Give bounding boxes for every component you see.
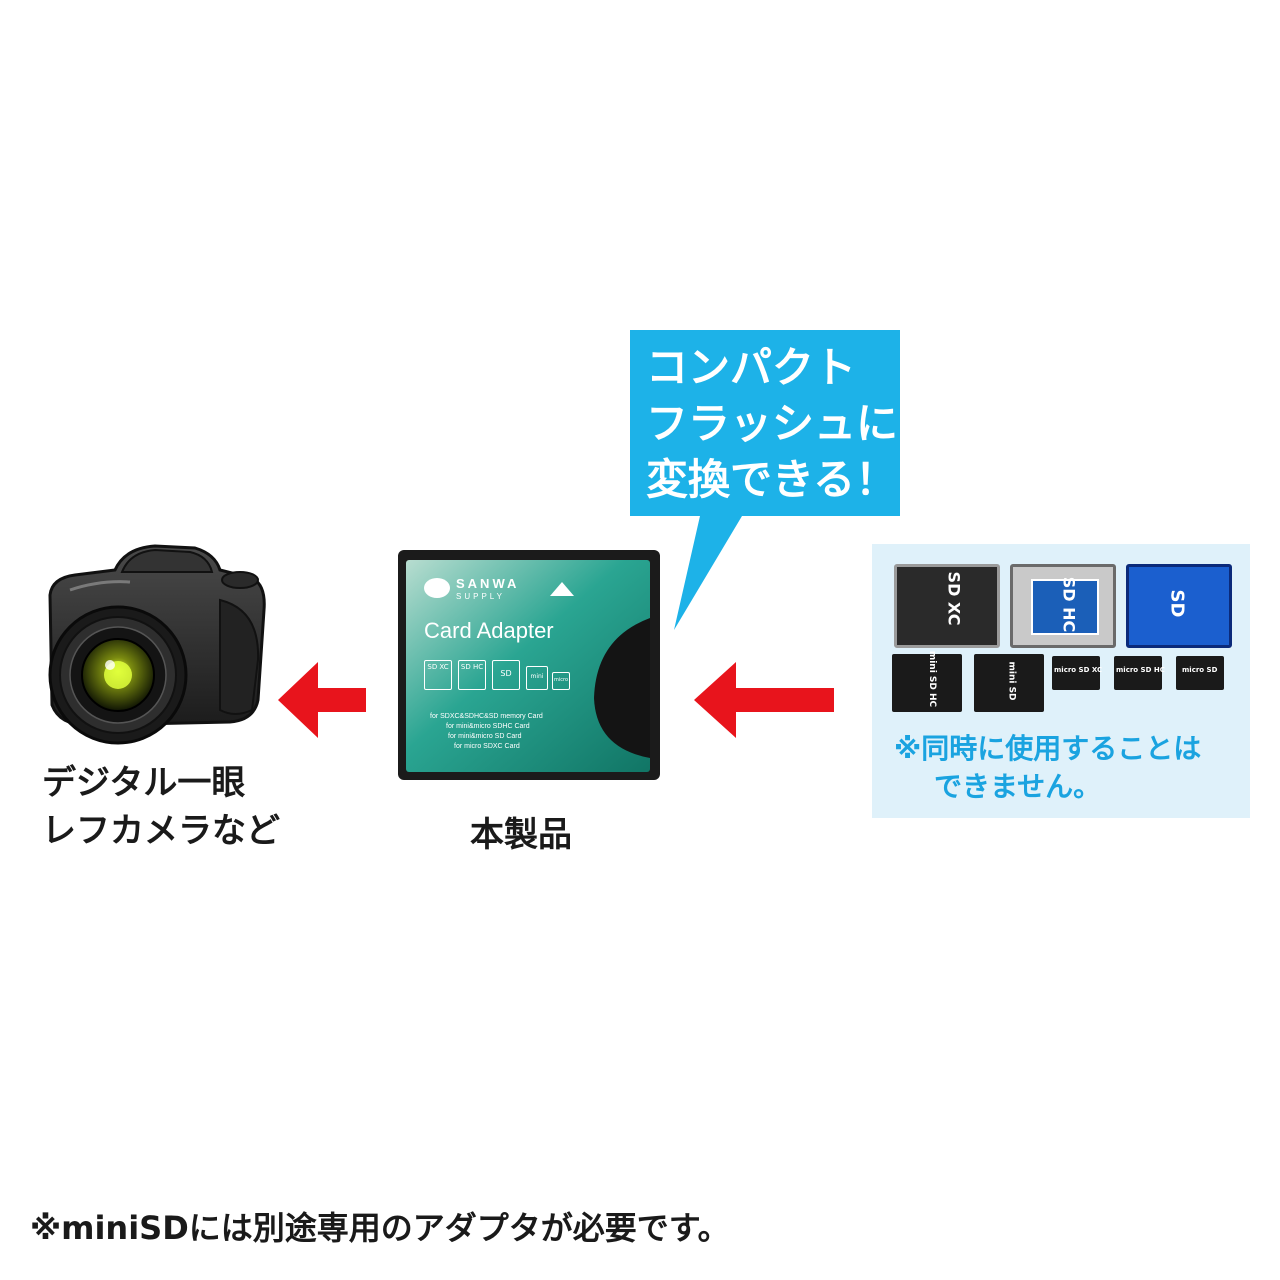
cf-card-adapter: SANWA SUPPLY Card Adapter SD XC SD HC SD… [396,548,662,782]
sdxc-mark-icon: SD XC [424,660,452,690]
minisdhc-card-image: mini SD HC [892,650,962,712]
microsd-mark-icon: micro [552,672,570,690]
sdhc-card-image: SD HC [1010,564,1116,648]
sdhc-card-logo: SD HC [1059,576,1079,633]
sdxc-card-image: SD XC [894,564,1000,648]
sd-card-logo: SD [1166,589,1188,618]
microsd-card-image: micro SD [1176,656,1224,690]
bubble-line1: コンパクト [646,343,857,392]
sd-card-image: SD [1126,564,1232,648]
sdxc-card-logo: SD XC [944,571,964,626]
bubble-line3: 変換できる！ [646,455,898,504]
dslr-camera-image [48,544,266,745]
supported-cards-panel: SD XC SD HC SD mini SD HC mini SD micro … [872,544,1250,818]
microsdxc-card-logo: micro SD XC [1054,666,1103,674]
speech-bubble-shape [630,330,900,630]
bubble-line2: フラッシュに [646,399,899,448]
minisdhc-card-logo: mini SD HC [927,650,938,708]
compat-line-3: for mini&micro SD Card [448,733,522,740]
arrow-left-icon-2 [694,662,834,738]
product-label: 本製品 [470,815,572,855]
arrow-left-icon [278,662,366,738]
minisd-card-logo: mini SD [1006,661,1017,701]
compat-line-4: for micro SDXC Card [454,743,520,750]
compat-line-2: for mini&micro SDHC Card [446,723,530,730]
microsd-card-logo: micro SD [1182,666,1218,674]
adapter-brand-line2: SUPPLY [456,592,505,601]
microsdhc-card-logo: micro SD HC [1116,666,1165,674]
adapter-title: Card Adapter [424,618,554,643]
minisd-mark-icon: mini [526,666,548,690]
cards-note-line1: ※同時に使用することは [894,732,1202,765]
sd-mark-icon: SD [492,660,520,690]
sanwa-logo-icon [424,578,450,598]
camera-label-line1: デジタル一眼 [42,763,246,803]
triangle-mark-icon [550,582,574,596]
minisd-card-image: mini SD [974,654,1044,712]
camera-label-line2: レフカメラなど [42,811,280,851]
microsdxc-card-image: micro SD XC [1052,656,1103,690]
sdhc-mark-icon: SD HC [458,660,486,690]
minisd-footer-note: ※miniSDには別途専用のアダプタが必要です。 [30,1209,730,1247]
compat-line-1: for SDXC&SDHC&SD memory Card [430,713,543,720]
microsdhc-card-image: micro SD HC [1114,656,1165,690]
adapter-brand-line1: SANWA [456,576,520,591]
cards-note-line2: できません。 [934,770,1102,803]
